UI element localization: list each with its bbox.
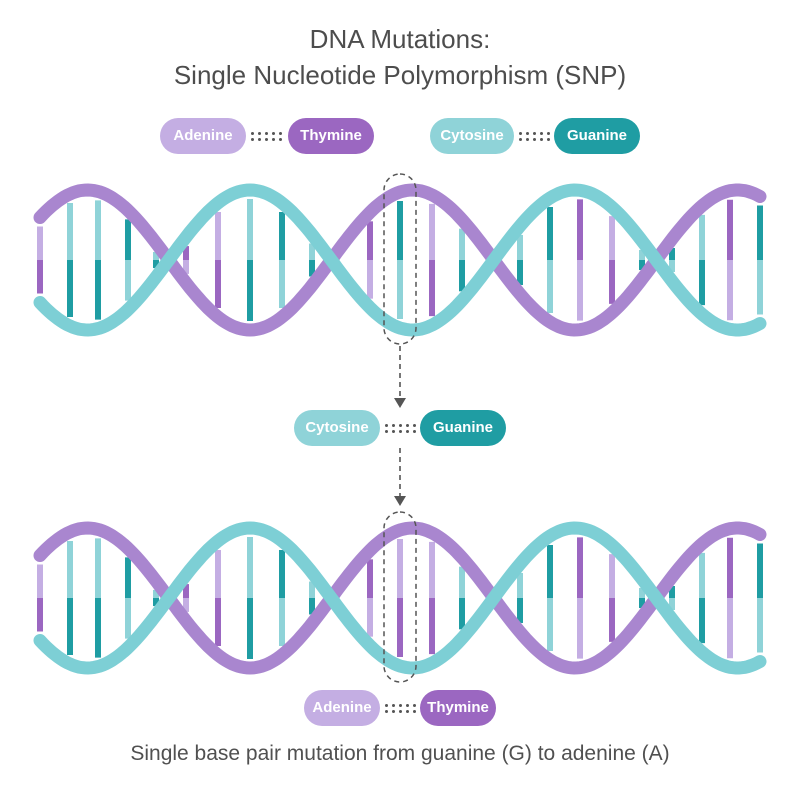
arrow-down-2-head bbox=[394, 496, 406, 506]
arrow-down-1-head bbox=[394, 398, 406, 408]
title-line-2: Single Nucleotide Polymorphism (SNP) bbox=[173, 60, 627, 90]
legend-thymine-pill: Thymine bbox=[288, 118, 374, 154]
mutation-cytosine-pill: Cytosine bbox=[294, 410, 380, 446]
dna-helix-original bbox=[33, 183, 767, 337]
legend-guanine-pill: Guanine bbox=[554, 118, 640, 154]
legend-bond-dots-1 bbox=[250, 128, 284, 144]
legend-bond-dots-2 bbox=[518, 128, 552, 144]
dna-helix-mutated bbox=[33, 521, 767, 675]
legend-cytosine-pill: Cytosine bbox=[430, 118, 514, 154]
mutation-guanine-pill: Guanine bbox=[420, 410, 506, 446]
legend-adenine-pill: Adenine bbox=[160, 118, 246, 154]
result-thymine-pill: Thymine bbox=[420, 690, 496, 726]
mutation-bond-dots bbox=[384, 420, 418, 436]
title-line-1: DNA Mutations: bbox=[309, 24, 491, 54]
result-adenine-pill: Adenine bbox=[304, 690, 380, 726]
caption: Single base pair mutation from guanine (… bbox=[130, 742, 670, 765]
result-bond-dots bbox=[384, 700, 418, 716]
